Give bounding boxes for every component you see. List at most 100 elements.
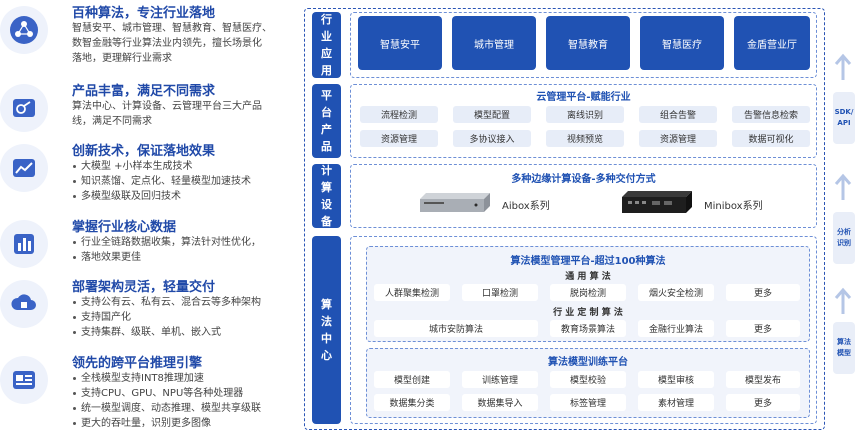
up-arrow-icon (831, 172, 855, 202)
feature-bullet: 全栈模型支持INT8推理加速 (72, 371, 300, 386)
training-chip: 素材管理 (638, 394, 714, 411)
training-chip: 标签管理 (550, 394, 626, 411)
algo-management-title: 算法模型管理平台-超过100种算法 (510, 256, 666, 267)
minibox-device-image (622, 188, 694, 220)
settings-card-icon (0, 84, 48, 132)
algorithm-center-section (350, 236, 817, 424)
feature-rich-products: 产品丰富，满足不同需求 算法中心、计算设备、云管理平台三大产品 线，满足不同需求 (0, 80, 300, 132)
cloud-feature-chip: 数据可视化 (732, 130, 810, 147)
aibox-device-image (420, 189, 494, 219)
cloud-feature-chip: 离线识别 (546, 106, 624, 123)
cloud-feature-chip: 视频预览 (546, 130, 624, 147)
feature-line: 数智金融等行业算法业内领先，擅长场景化 (72, 38, 262, 49)
devices-title: 多种边缘计算设备-多种交付方式 (511, 174, 656, 185)
flow-sdk-api: SDK/API (833, 92, 855, 144)
feature-bullet: 更大的吞吐量，识别更多图像 (72, 416, 300, 431)
cloud-feature-chip: 组合告警 (639, 106, 717, 123)
cloud-platform-title: 云管理平台-赋能行业 (536, 92, 631, 103)
cloud-feature-chip: 模型配置 (453, 106, 531, 123)
feature-description: 支持公有云、私有云、混合云等多种架构 支持国产化 支持集群、级联、单机、嵌入式 (72, 295, 300, 340)
industry-smart-security: 智慧安平 (358, 16, 442, 70)
cloud-network-icon (0, 6, 48, 54)
flow-algorithm-model: 算法模型 (833, 322, 855, 374)
custom-algorithms-title: 行 业 定 制 算 法 (553, 308, 623, 318)
inference-panel-icon (0, 356, 48, 404)
feature-bullet: 大模型 +小样本生成技术 (72, 159, 300, 174)
training-chip: 模型审核 (638, 371, 714, 388)
feature-bullet: 落地效果更佳 (72, 250, 300, 265)
feature-bullet: 统一模型调度、动态推理、模型共享级联 (72, 401, 300, 416)
feature-title: 领先的跨平台推理引擎 (72, 356, 203, 371)
feature-innovation: 创新技术，保证落地效果 大模型 +小样本生成技术 知识蒸馏、定点化、轻量模型加速… (0, 140, 300, 206)
cloud-feature-chip: 流程检测 (360, 106, 438, 123)
algorithm-chip: 城市安防算法 (374, 320, 538, 337)
training-platform-title: 算法模型训练平台 (548, 357, 628, 368)
feature-line: 落地，更理解行业需求 (72, 53, 172, 64)
feature-line: 算法中心、计算设备、云管理平台三大产品 (72, 101, 262, 112)
general-algorithms-title: 通 用 算 法 (565, 272, 611, 282)
algorithm-chip: 更多 (726, 320, 800, 337)
feature-bullet: 多模型级联及回归技术 (72, 189, 300, 204)
minibox-series-label: Minibox系列 (704, 201, 763, 212)
label-industry-application: 行业应用 (312, 12, 341, 78)
up-arrow-icon (831, 52, 855, 82)
feature-description: 全栈模型支持INT8推理加速 支持CPU、GPU、NPU等各种处理器 统一模型调… (72, 371, 300, 431)
training-chip: 模型发布 (726, 371, 800, 388)
feature-industry-landing: 百种算法，专注行业落地 智慧安平、城市管理、智慧教育、智慧医疗、 数智金融等行业… (0, 2, 300, 66)
up-arrow-icon (831, 286, 855, 316)
algorithm-chip: 烟火安全检测 (638, 284, 714, 301)
feature-inference-engine: 领先的跨平台推理引擎 全栈模型支持INT8推理加速 支持CPU、GPU、NPU等… (0, 352, 300, 434)
feature-title: 产品丰富，满足不同需求 (72, 84, 216, 99)
flow-analysis: 分析识别 (833, 212, 855, 264)
architecture-frame (304, 8, 825, 430)
feature-bullet: 支持国产化 (72, 310, 300, 325)
feature-title: 部署架构灵活，轻量交付 (72, 280, 216, 295)
training-chip: 模型校验 (550, 371, 626, 388)
feature-description: 行业全链路数据收集，算法针对性优化， 落地效果更佳 (72, 235, 300, 265)
algorithm-chip: 人群聚集检测 (374, 284, 450, 301)
feature-bullet: 支持公有云、私有云、混合云等多种架构 (72, 295, 300, 310)
cloud-feature-chip: 资源管理 (360, 130, 438, 147)
data-bars-icon (0, 220, 48, 268)
algorithm-chip: 金融行业算法 (638, 320, 714, 337)
industry-smart-healthcare: 智慧医疗 (640, 16, 724, 70)
feature-title: 掌握行业核心数据 (72, 220, 177, 235)
training-chip: 训练管理 (462, 371, 538, 388)
cloud-feature-chip: 告警信息检索 (732, 106, 810, 123)
industry-service-hall: 金盾营业厅 (734, 16, 810, 70)
industry-section (350, 12, 817, 78)
algorithm-chip: 口罩检测 (462, 284, 538, 301)
trend-chart-icon (0, 144, 48, 192)
devices-section (350, 164, 817, 228)
training-chip: 数据集导入 (462, 394, 538, 411)
feature-title: 百种算法，专注行业落地 (72, 6, 216, 21)
feature-description: 大模型 +小样本生成技术 知识蒸馏、定点化、轻量模型加速技术 多模型级联及回归技… (72, 159, 300, 204)
feature-description: 智慧安平、城市管理、智慧教育、智慧医疗、 数智金融等行业算法业内领先，擅长场景化… (72, 21, 300, 66)
cloud-platform-section (350, 84, 817, 158)
cloud-feature-chip: 多协议接入 (453, 130, 531, 147)
label-platform-products: 平台产品 (312, 84, 341, 158)
feature-bullet: 支持集群、级联、单机、嵌入式 (72, 325, 300, 340)
industry-smart-education: 智慧教育 (546, 16, 630, 70)
cloud-deploy-icon (0, 280, 48, 328)
algorithm-chip: 教育场景算法 (550, 320, 626, 337)
feature-title: 创新技术，保证落地效果 (72, 144, 216, 159)
label-algorithm-center: 算法中心 (312, 236, 341, 424)
aibox-series-label: Aibox系列 (502, 201, 550, 212)
feature-core-data: 掌握行业核心数据 行业全链路数据收集，算法针对性优化， 落地效果更佳 (0, 216, 300, 268)
feature-description: 算法中心、计算设备、云管理平台三大产品 线，满足不同需求 (72, 99, 300, 129)
training-chip: 模型创建 (374, 371, 450, 388)
algorithm-chip: 脱岗检测 (550, 284, 626, 301)
feature-bullet: 知识蒸馏、定点化、轻量模型加速技术 (72, 174, 300, 189)
feature-line: 智慧安平、城市管理、智慧教育、智慧医疗、 (72, 23, 272, 34)
feature-flexible-deploy: 部署架构灵活，轻量交付 支持公有云、私有云、混合云等多种架构 支持国产化 支持集… (0, 276, 300, 342)
cloud-feature-chip: 资源管理 (639, 130, 717, 147)
label-compute-devices: 计算设备 (312, 164, 341, 228)
feature-line: 线，满足不同需求 (72, 116, 152, 127)
algorithm-chip: 更多 (726, 284, 800, 301)
training-chip: 更多 (726, 394, 800, 411)
feature-bullet: 行业全链路数据收集，算法针对性优化， (72, 235, 300, 250)
feature-bullet: 支持CPU、GPU、NPU等各种处理器 (72, 386, 300, 401)
industry-city-management: 城市管理 (452, 16, 536, 70)
training-chip: 数据集分类 (374, 394, 450, 411)
